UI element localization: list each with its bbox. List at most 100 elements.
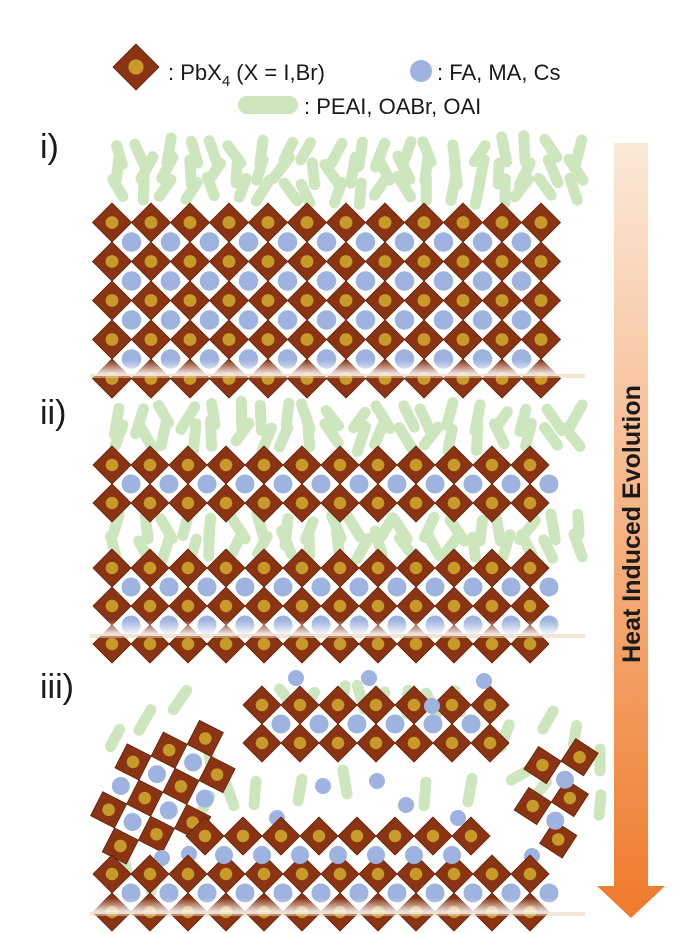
pbx4-octahedron	[286, 202, 328, 243]
spacer-molecule	[175, 401, 201, 435]
pbx4-octahedron	[168, 548, 208, 588]
lead-center	[417, 294, 431, 307]
a-site-cation	[121, 271, 142, 291]
lead-center	[447, 561, 461, 575]
a-site-cation	[311, 474, 331, 494]
spacer-molecule	[539, 421, 563, 451]
pbx4-octahedron	[198, 756, 236, 794]
a-site-cation	[433, 232, 454, 252]
lead-center	[261, 255, 275, 268]
spacer-molecule	[563, 153, 589, 186]
lead-center	[257, 599, 271, 613]
lead-center	[331, 736, 345, 750]
tilted-grain-right	[513, 738, 599, 859]
lead-center	[312, 829, 326, 843]
spacer-molecule	[276, 525, 297, 560]
spacer-molecule	[342, 511, 366, 543]
spacer-molecule	[499, 173, 511, 209]
a-site-cation	[387, 577, 407, 597]
lead-center	[181, 458, 195, 472]
spacer-molecule	[593, 789, 607, 821]
lead-center	[300, 333, 314, 346]
lead-center	[378, 255, 392, 268]
a-site-cation	[316, 232, 337, 252]
a-site-cation	[394, 310, 415, 330]
pbx4-octahedron	[470, 685, 510, 725]
pbx4-octahedron	[101, 827, 139, 865]
pbx4-octahedron	[325, 280, 367, 321]
lead-center	[105, 333, 119, 346]
spacer-molecule	[418, 776, 432, 812]
lead-center	[210, 768, 224, 781]
a-site-cation	[147, 765, 166, 784]
lead-center	[456, 255, 470, 268]
cation-symbol	[410, 60, 432, 82]
pbx4-octahedron	[364, 319, 406, 360]
a-site-cation	[472, 271, 493, 291]
lead-center	[126, 755, 140, 769]
lead-center	[371, 496, 385, 510]
lead-center	[523, 599, 537, 613]
pbx4-octahedron	[434, 483, 474, 523]
a-site-cation	[424, 698, 440, 714]
spacer-molecule	[280, 397, 295, 432]
lead-center	[143, 599, 157, 613]
pbx4-octahedron	[358, 854, 398, 894]
pbx4-octahedron	[325, 319, 367, 360]
lead-center	[143, 496, 157, 510]
lead-center	[409, 867, 423, 881]
lead-center	[407, 736, 421, 750]
spacer-molecule	[445, 170, 462, 207]
spacer-molecule	[204, 414, 217, 452]
a-site-cation	[311, 577, 331, 597]
pbx4-octahedron	[560, 738, 599, 777]
spacer-molecule	[137, 169, 150, 206]
a-site-cation	[159, 883, 179, 903]
a-site-cation	[546, 811, 565, 830]
a-site-cation	[387, 883, 407, 903]
spacer-molecule	[320, 405, 345, 432]
pbx4-octahedron	[168, 586, 208, 626]
spacer-molecule	[539, 133, 563, 163]
lead-center	[295, 867, 309, 881]
pbx4-octahedron	[472, 445, 512, 485]
lead-center	[162, 743, 176, 757]
pbx4-octahedron	[403, 241, 445, 282]
a-site-cation	[501, 474, 521, 494]
spacer-molecule	[201, 171, 220, 202]
spacer-molecule	[230, 417, 255, 447]
lead-center	[144, 333, 158, 346]
octahedron-symbol	[112, 43, 160, 91]
lead-center	[483, 698, 497, 712]
lead-center	[485, 458, 499, 472]
lead-center	[144, 216, 158, 229]
spacer-molecule	[418, 421, 444, 451]
pbx4-octahedron	[299, 816, 339, 856]
pbx4-octahedron	[169, 241, 211, 282]
lead-center	[495, 333, 509, 346]
pbx4-octahedron	[510, 854, 550, 894]
lead-center	[409, 458, 423, 472]
a-site-cation	[199, 232, 220, 252]
spacer-molecule	[326, 137, 348, 169]
lead-center	[339, 294, 353, 307]
a-site-cation	[273, 883, 293, 903]
spacer-molecule	[180, 176, 203, 205]
lead-center	[333, 637, 347, 651]
pbx4-octahedron	[520, 241, 562, 282]
lead-center	[483, 736, 497, 750]
spacer-molecule	[594, 743, 606, 777]
lead-center	[369, 736, 383, 750]
lead-center	[523, 637, 537, 651]
lead-center	[183, 255, 197, 268]
lead-center	[293, 736, 307, 750]
a-site-cation	[433, 310, 454, 330]
a-site-cation	[511, 271, 532, 291]
lead-center	[183, 216, 197, 229]
lead-center	[219, 599, 233, 613]
a-site-cation	[369, 773, 385, 789]
lead-center	[526, 799, 540, 813]
spacer-molecule	[134, 421, 160, 455]
spacer-molecule	[254, 399, 267, 436]
legend-cation-label: : FA, MA, Cs	[437, 60, 560, 85]
